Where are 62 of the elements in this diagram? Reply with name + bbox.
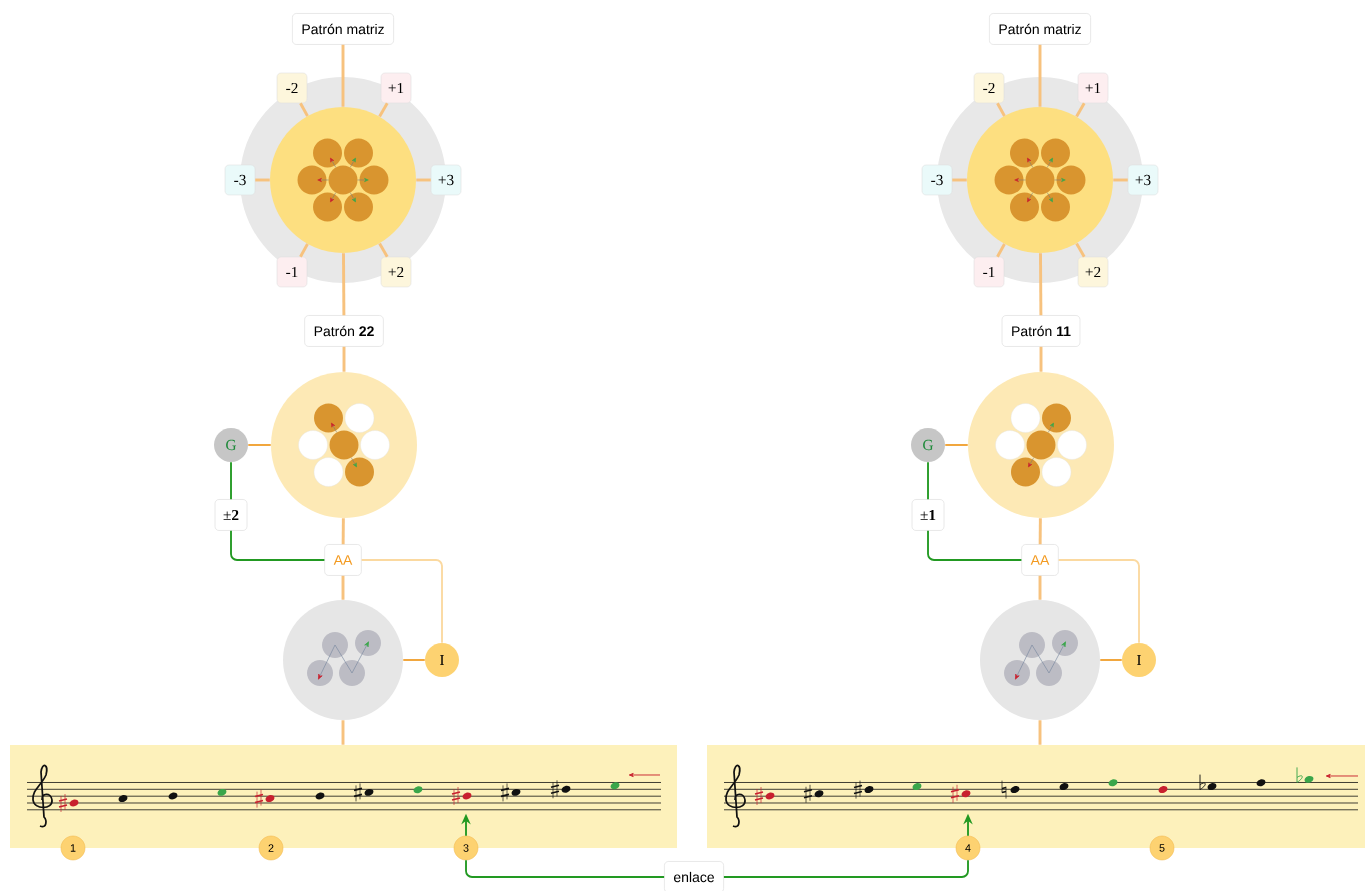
label-box: ±2 bbox=[214, 499, 248, 531]
callout-number: 4 bbox=[955, 835, 981, 861]
connector bbox=[722, 859, 969, 878]
connector bbox=[360, 559, 443, 644]
label-box: AA bbox=[1021, 544, 1059, 576]
degree-box: -1 bbox=[973, 256, 1005, 288]
callout-number: 2 bbox=[258, 835, 284, 861]
connector bbox=[1075, 242, 1086, 258]
connector bbox=[341, 720, 345, 745]
connector bbox=[927, 529, 1023, 561]
connector bbox=[402, 659, 426, 661]
callout-number: 5 bbox=[1149, 835, 1175, 861]
connector bbox=[944, 444, 969, 446]
label-box: AA bbox=[324, 544, 362, 576]
label-box: ±1 bbox=[911, 499, 945, 531]
connector bbox=[1039, 346, 1043, 372]
degree-box: +3 bbox=[1127, 164, 1159, 196]
degree-box: +1 bbox=[380, 72, 412, 104]
degree-box: -2 bbox=[276, 72, 308, 104]
connector bbox=[299, 243, 309, 258]
label-box: Patrón matriz bbox=[292, 13, 394, 45]
connector bbox=[1113, 178, 1128, 182]
label-box: Patrón 11 bbox=[1001, 315, 1081, 347]
connector bbox=[1038, 720, 1042, 745]
label-box: Patrón 22 bbox=[304, 315, 384, 347]
degree-box: +2 bbox=[380, 256, 412, 288]
degree-box: +3 bbox=[430, 164, 462, 196]
connector bbox=[342, 253, 346, 316]
degree-box: -3 bbox=[224, 164, 256, 196]
connector bbox=[416, 178, 431, 182]
connector bbox=[342, 346, 346, 372]
degree-box: -3 bbox=[921, 164, 953, 196]
connector bbox=[341, 518, 345, 545]
connector bbox=[299, 102, 309, 117]
connector bbox=[230, 529, 326, 561]
connector bbox=[341, 44, 345, 107]
connector bbox=[996, 243, 1006, 258]
callout-number: 3 bbox=[453, 835, 479, 861]
degree-box: -2 bbox=[973, 72, 1005, 104]
connector bbox=[927, 461, 929, 501]
connector bbox=[255, 178, 270, 182]
connector bbox=[230, 461, 232, 501]
connector bbox=[465, 859, 666, 878]
label-box: Patrón matriz bbox=[989, 13, 1091, 45]
connector bbox=[996, 102, 1006, 117]
degree-box: +1 bbox=[1077, 72, 1109, 104]
connector bbox=[1075, 102, 1086, 118]
connector bbox=[1038, 518, 1042, 545]
connector bbox=[341, 575, 345, 600]
connector bbox=[247, 444, 272, 446]
degree-box: -1 bbox=[276, 256, 308, 288]
connector bbox=[952, 178, 967, 182]
connector bbox=[1057, 559, 1140, 644]
label-box: enlace bbox=[664, 861, 724, 891]
connector bbox=[1099, 659, 1123, 661]
callout-number: 1 bbox=[60, 835, 86, 861]
connector bbox=[378, 242, 389, 258]
connector bbox=[1039, 253, 1043, 316]
connector bbox=[378, 102, 389, 118]
connector bbox=[1038, 575, 1042, 600]
degree-box: +2 bbox=[1077, 256, 1109, 288]
connector bbox=[1038, 44, 1042, 107]
